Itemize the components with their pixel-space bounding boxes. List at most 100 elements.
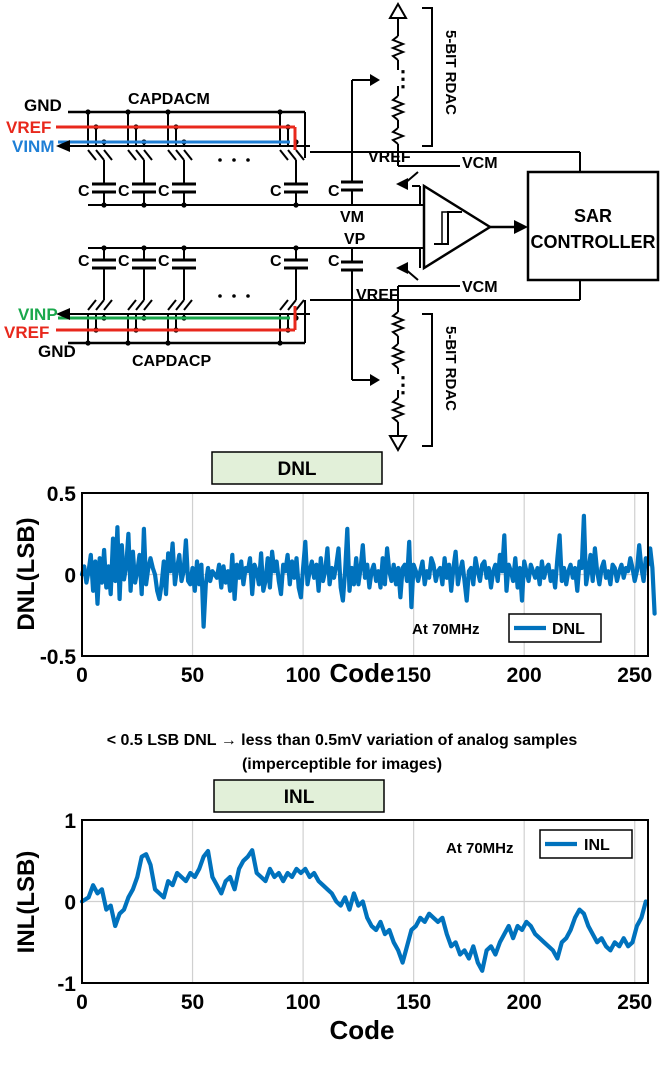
y-tick-label: 1 <box>64 810 76 833</box>
resistor-bot-1 <box>390 311 406 337</box>
inl-legend-label: INL <box>584 837 610 854</box>
rdac-bottom-brace <box>422 313 433 447</box>
caption-line-1: < 0.5 LSB DNL → less than 0.5mV variatio… <box>107 732 578 749</box>
rdac-top-arrow <box>370 74 380 86</box>
ellipsis-dot <box>232 294 236 298</box>
ellipsis-dot <box>218 158 222 162</box>
caption-line-2: (imperceptible for images) <box>242 756 442 773</box>
controller-label: CONTROLLER <box>531 232 656 252</box>
switch-blade <box>295 299 305 311</box>
rdac-top-dots: ⋮ <box>392 66 414 91</box>
vref-switch-bottom-label: VREF <box>356 287 399 304</box>
c-label-rdac-bottom: C <box>328 253 340 270</box>
switch-blade <box>167 299 177 311</box>
inl-series-line <box>79 848 648 973</box>
dnl-xlabel: Code <box>330 658 395 688</box>
resistor-top-1 <box>390 35 406 61</box>
inl-y-tick-labels: 1 0 -1 <box>57 810 76 996</box>
comparator-output-arrow <box>514 220 528 234</box>
sar-controller-box <box>526 170 660 282</box>
cap-c-label: C <box>158 253 170 270</box>
resistor-top-3 <box>391 127 406 145</box>
cap-c-label: C <box>78 183 90 200</box>
vref-sw-top-arrow <box>396 178 408 190</box>
switch-blade <box>183 149 193 161</box>
switch-blade <box>127 149 137 161</box>
dnl-y-tick-labels: 0.5 0 -0.5 <box>40 483 77 669</box>
inl-annotation: At 70MHz <box>446 840 514 857</box>
inl-title: INL <box>284 787 315 808</box>
rdac-bot-arrow <box>370 374 380 386</box>
vref-switch-top-label: VREF <box>368 149 411 166</box>
switch-blade <box>87 299 97 311</box>
switch-blade <box>95 299 105 311</box>
x-tick-label: 250 <box>617 991 652 1014</box>
gnd-top-label: GND <box>24 96 62 115</box>
switch-blade <box>295 149 305 161</box>
rdac-bottom-dots: ⋮ <box>392 372 414 397</box>
resistor-bot-2 <box>390 343 406 369</box>
resistor-top-2 <box>390 95 406 121</box>
rdac-bottom-label: 5-BIT RDAC <box>442 326 459 411</box>
vref-supply-arrow <box>388 1 408 19</box>
c-label-rdac-top: C <box>328 183 340 200</box>
switch-blade <box>143 149 153 161</box>
cap-c-label: C <box>78 253 90 270</box>
inl-x-tick-labels: 0 50 100 150 200 250 <box>76 991 652 1014</box>
x-tick-label: 50 <box>181 991 204 1014</box>
y-tick-label: -0.5 <box>40 646 77 669</box>
vref-sw-bot-arrow <box>396 262 408 274</box>
switch-blade <box>143 299 153 311</box>
rdac-top-label: 5-BIT RDAC <box>442 30 459 115</box>
ellipsis-dot <box>246 294 250 298</box>
comparator-symbol <box>422 183 493 271</box>
y-tick-label: 0.5 <box>47 483 77 506</box>
dnl-ylabel: DNL(LSB) <box>13 517 40 630</box>
x-tick-label: 0 <box>76 991 88 1014</box>
cap-c-label: C <box>118 183 130 200</box>
ellipsis-dot <box>246 158 250 162</box>
vref-top-label: VREF <box>6 118 51 137</box>
switch-blade <box>103 299 113 311</box>
switch-blade <box>135 149 145 161</box>
gnd-bottom-label: GND <box>38 342 76 361</box>
ground-arrow <box>388 435 408 453</box>
x-tick-label: 50 <box>181 664 204 687</box>
switch-blade <box>287 149 297 161</box>
inl-title-box <box>213 779 385 813</box>
y-tick-label: 0 <box>64 565 76 588</box>
inl-xlabel: Code <box>330 1015 395 1045</box>
x-tick-label: 200 <box>507 664 542 687</box>
cap-c-label: C <box>118 253 130 270</box>
switch-blade <box>95 149 105 161</box>
dnl-annotation: At 70MHz <box>412 621 480 638</box>
vinm-label: VINM <box>12 137 55 156</box>
x-tick-label: 200 <box>507 991 542 1014</box>
switch-blade <box>103 149 113 161</box>
cap-c-label: C <box>270 183 282 200</box>
x-tick-label: 100 <box>286 991 321 1014</box>
switch-blade <box>279 299 289 311</box>
dnl-title: DNL <box>277 459 316 480</box>
vref-bottom-label: VREF <box>4 323 49 342</box>
inl-ylabel: INL(LSB) <box>13 851 40 954</box>
x-tick-label: 250 <box>617 664 652 687</box>
inl-axes-box <box>81 819 649 984</box>
y-tick-label: -1 <box>57 973 76 996</box>
dnl-axes-box <box>81 492 649 657</box>
switch-blade <box>175 149 185 161</box>
capdacp-label: CAPDACP <box>132 353 211 370</box>
rdac-ladder-bottom <box>388 300 433 453</box>
cap-c-label: C <box>270 253 282 270</box>
sar-label: SAR <box>574 206 612 226</box>
y-tick-label: 0 <box>64 892 76 915</box>
dnl-legend-label: DNL <box>552 621 585 638</box>
x-tick-label: 150 <box>396 991 431 1014</box>
vm-label: VM <box>340 209 364 226</box>
capdacm-label: CAPDACM <box>128 91 210 108</box>
switch-blade <box>183 299 193 311</box>
